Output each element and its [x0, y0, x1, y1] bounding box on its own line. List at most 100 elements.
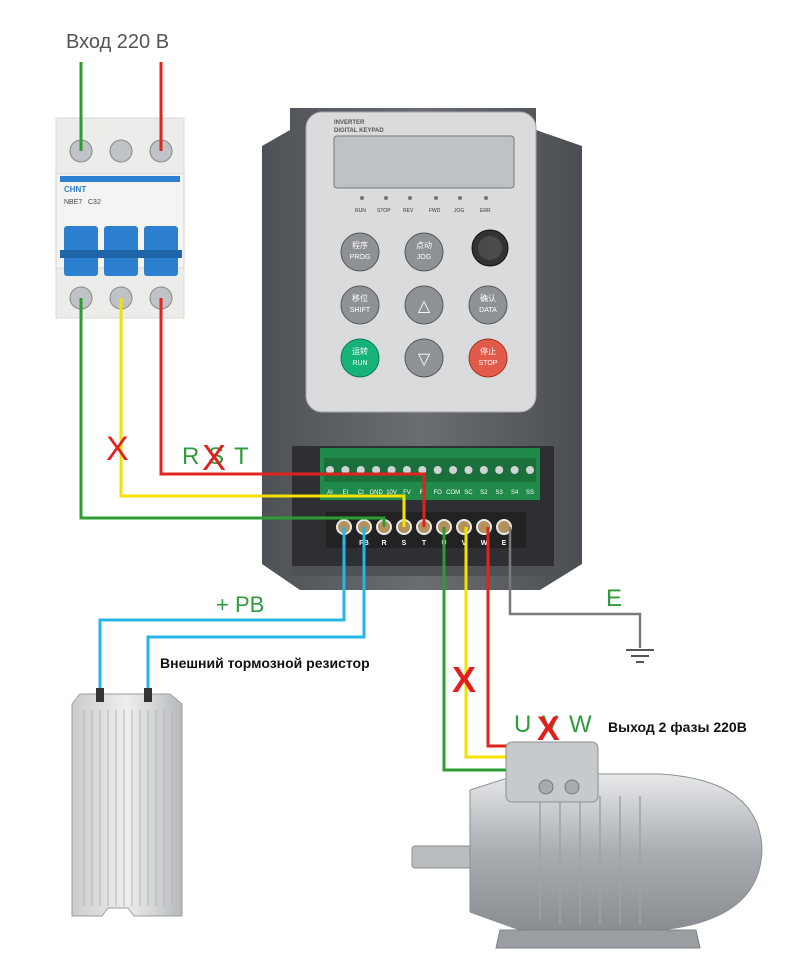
breaker-model: NBE7	[64, 199, 82, 206]
cross-yellow-output: X	[452, 659, 476, 700]
power-screw-v	[456, 519, 472, 535]
svg-text:PROG: PROG	[350, 254, 371, 261]
key-up[interactable]: △	[404, 285, 444, 325]
rst-label-t: T	[234, 443, 249, 470]
control-screw-fv	[402, 466, 411, 474]
electric-motor	[411, 741, 763, 949]
motor-terminal-box	[505, 741, 599, 803]
key-data[interactable]: 确认 DATA	[468, 285, 508, 325]
wire-plus-to-resistor	[98, 527, 346, 696]
potentiometer-knob[interactable]	[471, 229, 509, 267]
control-terminal-ei: EI	[343, 490, 349, 496]
power-terminal-w: W	[481, 540, 488, 547]
key-prog[interactable]: 程序 PROG	[340, 232, 380, 272]
control-terminal-fi: FI	[420, 490, 426, 496]
led-fwd: FWD	[429, 208, 441, 214]
ground-icon	[626, 649, 654, 663]
svg-text:DATA: DATA	[479, 307, 497, 314]
control-terminal-sc: SC	[464, 490, 473, 496]
svg-text:确认: 确认	[480, 293, 496, 303]
power-terminal-s: S	[402, 540, 407, 547]
control-screw-ci	[356, 466, 365, 474]
input-label: Вход 220 В	[66, 31, 169, 53]
control-screw-ei	[341, 466, 350, 474]
control-screw-ai	[326, 466, 334, 474]
uvw-label-v: V	[542, 711, 558, 738]
wire-earth	[508, 527, 642, 648]
control-terminal-fo: FO	[434, 490, 443, 496]
control-terminal-ci: CI	[358, 490, 364, 496]
control-screw-10v	[387, 466, 396, 474]
output-label: Выход 2 фазы 220В	[608, 719, 747, 735]
control-screw-fo	[433, 466, 442, 474]
control-terminal-ai: AI	[327, 490, 333, 496]
control-terminal-s4: S4	[511, 490, 519, 496]
svg-text:SHIFT: SHIFT	[350, 307, 371, 314]
control-terminal-com: COM	[446, 490, 460, 496]
wire-pb-to-resistor	[146, 527, 366, 696]
keypad-title-line2: DIGITAL KEYPAD	[334, 128, 384, 134]
control-screw-gnd	[372, 466, 381, 474]
uvw-label-w: W	[569, 711, 592, 738]
wire-v-to-motor	[464, 527, 510, 759]
control-screw-com	[449, 466, 458, 474]
control-screw-s3	[495, 466, 504, 474]
svg-text:移位: 移位	[352, 293, 368, 303]
cross-yellow-wire: X	[106, 430, 129, 468]
led-row: RUN STOP REV FWD JOG ERR	[355, 196, 491, 214]
key-jog[interactable]: 点动 JOG	[404, 232, 444, 272]
key-stop[interactable]: 停止 STOP	[468, 338, 508, 378]
wire-w-to-motor	[486, 527, 510, 748]
cross-v-terminal: X	[537, 710, 560, 748]
wire-yellow-to-s	[119, 298, 406, 527]
control-terminal-10v: 10V	[386, 490, 397, 496]
wire-u-to-motor	[442, 527, 510, 772]
up-arrow-icon: △	[418, 298, 431, 315]
resistor-label: Внешний тормозной резистор	[160, 655, 370, 671]
led-stop: STOP	[377, 208, 391, 214]
control-screw-fi	[418, 466, 427, 474]
rst-label-s: S	[208, 443, 224, 470]
key-run[interactable]: 运转 RUN	[340, 338, 380, 378]
control-terminal-s3: S3	[496, 490, 504, 496]
svg-text:STOP: STOP	[479, 360, 498, 367]
svg-text:停止: 停止	[480, 346, 496, 356]
control-screw-s4	[510, 466, 519, 474]
circuit-breaker: CHNT NBE7 C32	[55, 117, 185, 319]
earth-label: E	[606, 585, 622, 612]
control-screw-ss	[526, 466, 534, 474]
breaker-rating: C32	[88, 199, 101, 206]
motor-shaft	[411, 845, 473, 869]
control-terminal-s2: S2	[480, 490, 488, 496]
key-shift[interactable]: 移位 SHIFT	[340, 285, 380, 325]
breaker-brand: CHNT	[64, 185, 86, 194]
svg-text:程序: 程序	[352, 240, 368, 250]
svg-text:RUN: RUN	[352, 360, 367, 367]
wire-red-to-t	[159, 298, 426, 527]
control-terminal-ss: SS	[526, 490, 534, 496]
power-terminal-r: R	[381, 540, 386, 547]
svg-text:点动: 点动	[416, 240, 432, 250]
led-err: ERR	[480, 208, 491, 214]
braking-resistor	[71, 688, 183, 917]
key-down[interactable]: ▽	[404, 338, 444, 378]
svg-text:运转: 运转	[352, 346, 368, 356]
control-screw-sc	[464, 466, 473, 474]
control-screw-s2	[479, 466, 488, 474]
wire-green-to-r	[79, 298, 386, 527]
led-jog: JOG	[454, 208, 464, 214]
uvw-label-u: U	[514, 711, 531, 738]
cross-s-terminal: X	[202, 437, 226, 478]
led-rev: REV	[403, 208, 414, 214]
keypad-display	[333, 135, 515, 189]
power-terminal-t: T	[422, 540, 427, 547]
pb-label: + PB	[216, 592, 264, 617]
power-terminal-v: V	[462, 540, 467, 547]
inverter: INVERTER DIGITAL KEYPAD RUN STOP REV FWD…	[262, 108, 582, 590]
led-run: RUN	[355, 208, 366, 214]
down-arrow-icon: ▽	[418, 351, 431, 368]
svg-text:JOG: JOG	[417, 254, 431, 261]
control-terminal-block	[324, 458, 536, 482]
